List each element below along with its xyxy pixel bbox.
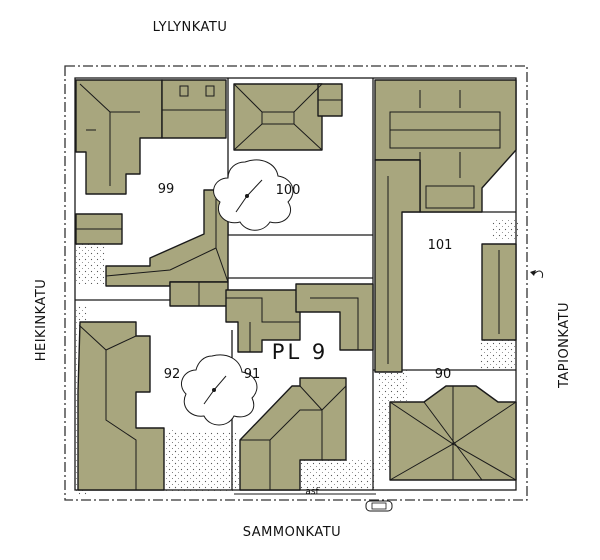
street-label-east: TAPIONKATU — [557, 302, 572, 389]
plot-number-100: 100 — [276, 183, 301, 198]
buildings — [75, 79, 517, 491]
plot-number-101: 101 — [428, 238, 453, 253]
tree-icon — [181, 354, 258, 426]
plot-number-90: 90 — [435, 367, 452, 382]
building-center-wing — [105, 189, 229, 287]
street-label-south: SAMMONKATU — [243, 525, 341, 540]
building-100 — [233, 83, 323, 151]
building-99-shed — [161, 79, 227, 139]
block-boundary — [64, 65, 528, 501]
building-92 — [77, 321, 165, 491]
car-icon — [365, 500, 393, 512]
plot-number-92: 92 — [164, 367, 181, 382]
roof-lines — [76, 83, 517, 490]
surface-label: asf — [305, 487, 319, 497]
street-label-west: HEIKINKATU — [34, 279, 49, 362]
building-99-north — [75, 79, 163, 195]
building-91-east — [295, 283, 374, 351]
building-101-west — [374, 159, 421, 373]
street-label-north: LYLYNKATU — [153, 20, 228, 35]
plot-number-91: 91 — [244, 367, 261, 382]
plot-number-99: 99 — [158, 182, 175, 197]
tree-icon — [213, 159, 294, 231]
block-label: PL 9 — [272, 340, 328, 364]
arrow-icon — [530, 270, 543, 279]
